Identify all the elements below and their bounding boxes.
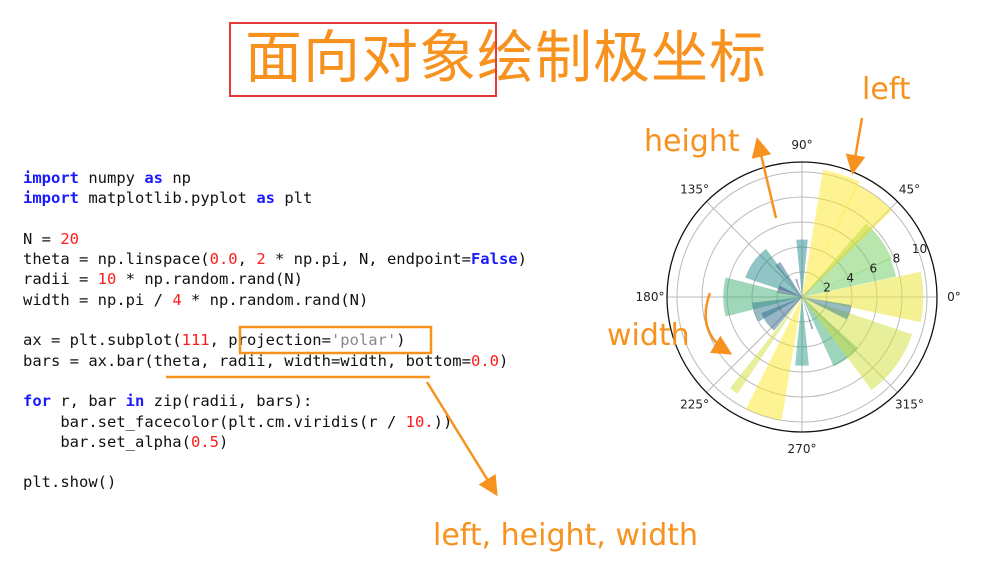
code-token: matplotlib.pyplot (79, 189, 257, 208)
polar-bar (802, 271, 924, 323)
code-line: bar.set_facecolor(plt.cm.viridis(r / 10.… (23, 412, 527, 432)
projection-highlight-box (238, 325, 433, 355)
radial-tick-label: 6 (869, 261, 877, 275)
code-token: * np.pi, N, endpoint= (265, 250, 471, 269)
code-token: plt (274, 189, 313, 208)
code-line: plt.show() (23, 472, 527, 492)
code-token: 20 (60, 229, 79, 248)
slide-title: 面向对象绘制极坐标 (245, 25, 767, 91)
polar-bar (761, 297, 802, 331)
polar-bar (777, 285, 802, 297)
angular-tick-label: 90° (791, 138, 812, 152)
polar-bar (795, 278, 802, 297)
code-token: N = (23, 229, 61, 248)
angular-tick-label: 0° (947, 290, 961, 304)
code-token: 111 (181, 331, 210, 350)
code-token: width = np.pi / (23, 290, 173, 309)
polar-bar (802, 297, 814, 330)
code-token: numpy (79, 169, 145, 187)
code-token: 2 (256, 250, 266, 269)
bar-args-arrow (425, 381, 498, 497)
code-line: N = 20 (23, 229, 527, 249)
code-line: ax = plt.subplot(111, projection='polar'… (23, 330, 527, 350)
code-line: theta = np.linspace(0.0, 2 * np.pi, N, e… (23, 249, 527, 269)
code-token: ) (396, 331, 406, 350)
code-token: 10. (405, 412, 434, 431)
code-token: for (23, 392, 51, 411)
code-token: ) (517, 250, 527, 269)
polar-bar (802, 223, 892, 297)
width-label: width (607, 318, 690, 353)
code-token: bar.set_alpha( (23, 432, 191, 451)
code-token: , (237, 250, 257, 269)
height-label: height (644, 124, 740, 159)
code-token: ) (218, 432, 229, 451)
code-token: * np.random.rand(N) (116, 270, 303, 289)
code-token: ) (498, 351, 509, 370)
angular-tick-label: 135° (680, 183, 709, 197)
code-token: as (144, 169, 163, 187)
code-token: radii = (23, 270, 98, 289)
polar-bar (795, 297, 809, 366)
polar-bar (802, 258, 897, 297)
bottom-note: left, height, width (433, 518, 699, 553)
angular-tick-label: 45° (899, 183, 920, 197)
code-token: in (125, 392, 145, 411)
code-token: theta = np.linspace( (23, 250, 210, 269)
angular-tick-label: 270° (788, 442, 817, 456)
code-token: False (470, 250, 518, 269)
code-token: , projection= (209, 331, 331, 350)
code-token: 'polar' (330, 331, 397, 350)
polar-bar (745, 248, 802, 297)
code-line: bar.set_alpha(0.5) (23, 432, 527, 452)
code-token: bar.set_facecolor(plt.cm.viridis(r / (23, 412, 406, 431)
code-token: zip(radii, bars): (144, 392, 313, 411)
code-line: import matplotlib.pyplot as plt (23, 188, 527, 208)
polar-bar (729, 297, 802, 394)
code-line: width = np.pi / 4 * np.random.rand(N) (23, 290, 527, 310)
title-highlight-box (229, 22, 497, 97)
height-arrow (751, 137, 778, 219)
angular-tick-label: 315° (895, 397, 924, 411)
code-line: radii = 10 * np.random.rand(N) (23, 269, 527, 289)
radial-tick-label: 2 (823, 280, 831, 294)
polar-frame (666, 161, 938, 433)
code-token: as (256, 189, 275, 208)
code-token: 4 (172, 290, 182, 309)
code-token: bars = ax.bar(theta, radii, width=width,… (23, 351, 471, 370)
code-token: 0.0 (470, 351, 499, 370)
code-token: 10 (97, 270, 117, 289)
polar-bar (802, 297, 913, 391)
radial-tick-label: 4 (846, 271, 854, 285)
radial-tick-label: 8 (893, 252, 901, 266)
left-label: left (862, 72, 911, 107)
polar-bar (746, 297, 802, 421)
code-token: * np.random.rand(N) (181, 290, 369, 309)
code-token: r, bar (51, 392, 126, 411)
code-token: 0.0 (209, 250, 238, 269)
code-line: import numpy as np (23, 168, 527, 188)
angular-tick-label: 225° (680, 397, 709, 411)
polar-bar (802, 184, 892, 297)
code-token: plt.show() (23, 473, 117, 492)
code-token: np (163, 169, 191, 187)
code-token: import (23, 189, 79, 208)
polar-bar (723, 277, 802, 317)
code-token: 0.5 (190, 432, 219, 451)
code-token: import (23, 169, 79, 187)
code-line: for r, bar in zip(radii, bars): (23, 391, 527, 411)
polar-bar (802, 297, 852, 320)
polar-bar (796, 239, 808, 297)
angular-tick-label: 180° (636, 290, 665, 304)
left-arrow (845, 117, 866, 175)
code-line: bars = ax.bar(theta, radii, width=width,… (23, 351, 527, 371)
code-token: ax = plt.subplot( (23, 331, 182, 350)
polar-bar (802, 169, 860, 297)
width-arrow (704, 292, 733, 355)
radial-tick-label: 10 (912, 242, 927, 256)
